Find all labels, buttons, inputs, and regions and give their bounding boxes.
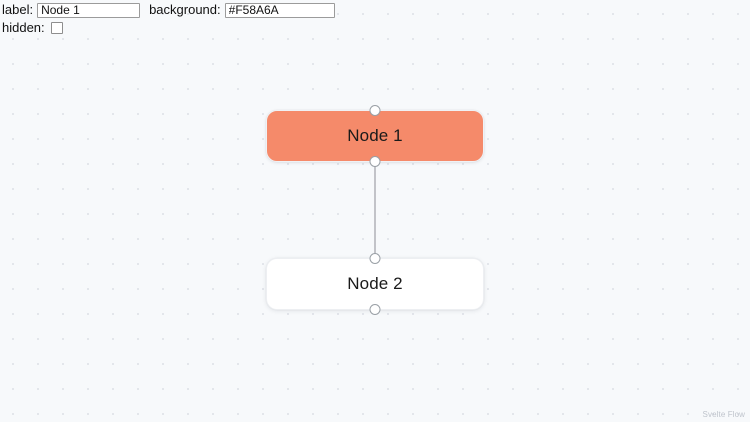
handle-source-node-1[interactable]	[369, 156, 381, 167]
node-label-node-2: Node 2	[347, 274, 403, 293]
control-panel-row-top: label: background:	[2, 2, 335, 18]
handle-source-node-2[interactable]	[369, 304, 381, 315]
node-node-1[interactable]: Node 1	[266, 105, 484, 167]
label-caption: label:	[2, 2, 34, 17]
handle-target-node-2[interactable]	[369, 253, 381, 264]
hidden-checkbox[interactable]	[50, 22, 63, 34]
hidden-caption: hidden:	[2, 20, 45, 35]
control-panel: label: background: hidden:	[0, 0, 335, 38]
attribution-label[interactable]: Svelte Flow	[702, 410, 745, 419]
node-label-node-1: Node 1	[347, 126, 403, 145]
background-caption: background:	[149, 2, 221, 17]
label-input[interactable]	[37, 2, 141, 18]
background-input[interactable]	[224, 2, 335, 18]
handle-target-node-1[interactable]	[369, 105, 381, 116]
control-panel-row-hidden: hidden:	[2, 20, 335, 36]
node-node-2[interactable]: Node 2	[266, 253, 484, 315]
